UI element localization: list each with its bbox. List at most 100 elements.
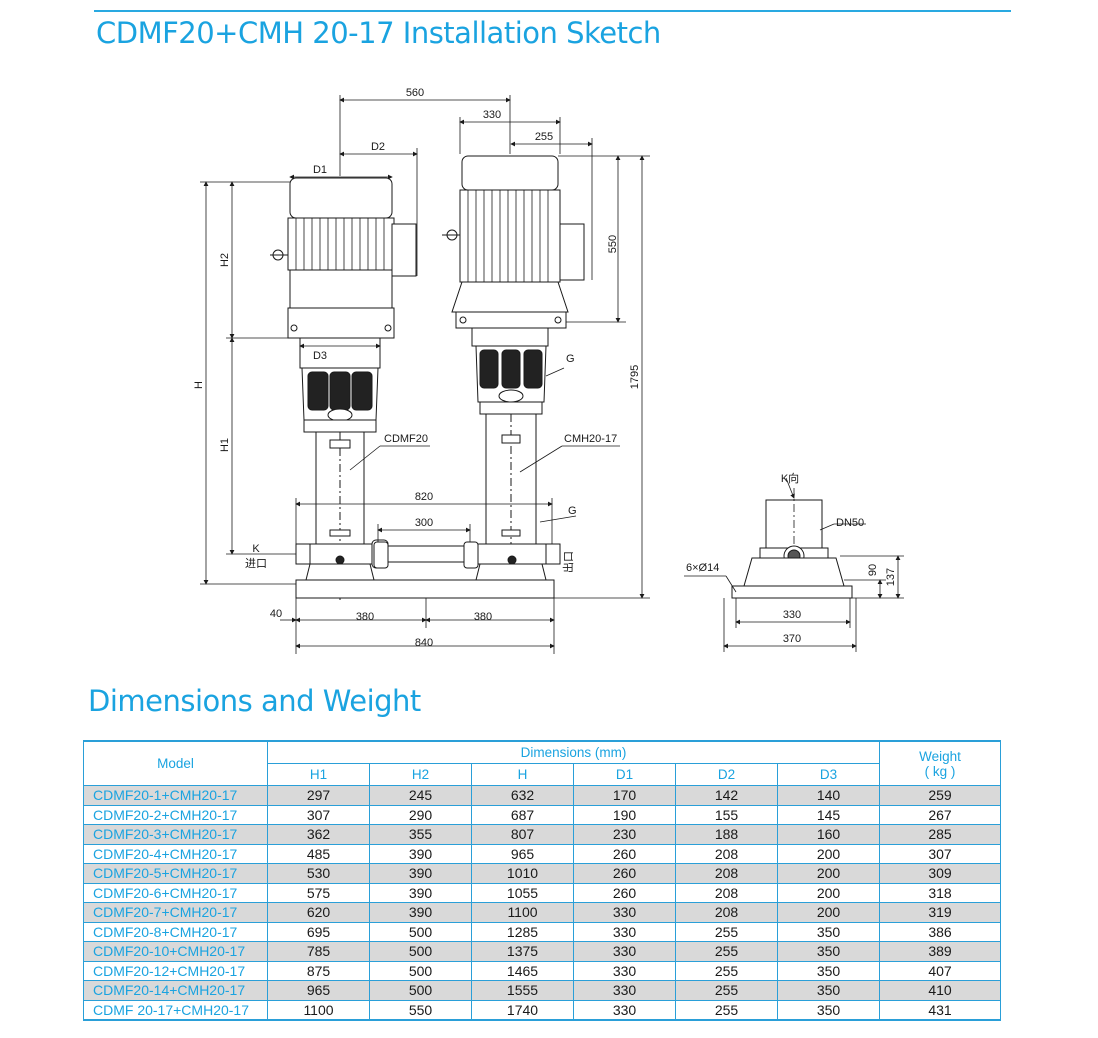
cell-d2: 208 [675,902,778,923]
cell-d1: 330 [573,902,676,923]
installation-sketch: 560 330 255 D2 D1 550 H2 H H1 D3 G 1795 … [193,87,904,654]
cell-w: 259 [879,785,1001,806]
dim-300: 300 [415,517,433,529]
side-view [684,477,904,652]
cell-d1: 330 [573,999,676,1021]
dim-820: 820 [415,491,433,503]
cell-h2: 245 [369,785,472,806]
cell-h1: 695 [267,921,370,942]
dim-1795: 1795 [629,365,641,389]
cell-model: CDMF20-14+CMH20-17 [83,980,268,1001]
base-plate [295,579,555,599]
top-rule [94,10,1011,12]
dim-330-top: 330 [483,109,501,121]
cell-h: 632 [471,785,574,806]
cell-h: 807 [471,824,574,845]
cell-h1: 297 [267,785,370,806]
header-h: H [471,763,574,786]
cell-d1: 260 [573,863,676,884]
cell-h: 1100 [471,902,574,923]
pipe [373,541,479,569]
cell-h1: 307 [267,804,370,825]
cell-h2: 290 [369,804,472,825]
header-d3: D3 [777,763,880,786]
label-dn50: DN50 [836,517,864,529]
cell-h2: 390 [369,882,472,903]
label-cdmf20: CDMF20 [384,433,428,445]
sketch-title: CDMF20+CMH 20-17 Installation Sketch [96,16,661,50]
cell-h1: 575 [267,882,370,903]
cell-model: CDMF20-4+CMH20-17 [83,843,268,864]
cell-w: 407 [879,960,1001,981]
cell-h: 1375 [471,941,574,962]
cell-d2: 208 [675,863,778,884]
label-holes: 6×Ø14 [686,562,719,574]
header-weight-unit: ( kg ) [924,763,956,779]
cell-model: CDMF20-10+CMH20-17 [83,941,268,962]
cell-h1: 530 [267,863,370,884]
cell-d3: 350 [777,999,880,1021]
cell-h2: 390 [369,902,472,923]
dimensions-title: Dimensions and Weight [88,684,421,718]
right-pump [442,155,585,600]
cell-d3: 350 [777,941,880,962]
label-inlet: 进口 [245,557,267,570]
label-k: K [252,543,260,555]
dim-255: 255 [535,131,553,143]
cell-h1: 620 [267,902,370,923]
cell-h2: 500 [369,941,472,962]
dim-560: 560 [406,87,424,99]
dim-370: 370 [783,633,801,645]
cell-d2: 208 [675,882,778,903]
header-model: Model [83,740,268,786]
cell-d3: 145 [777,804,880,825]
cell-model: CDMF20-2+CMH20-17 [83,804,268,825]
cell-h: 1010 [471,863,574,884]
cell-d1: 330 [573,921,676,942]
cell-d1: 260 [573,882,676,903]
header-weight: Weight ( kg ) [879,740,1001,786]
cell-d3: 350 [777,980,880,1001]
cell-h2: 355 [369,824,472,845]
header-d1: D1 [573,763,676,786]
cell-h1: 965 [267,980,370,1001]
label-g-mid: G [568,505,577,517]
cell-h2: 550 [369,999,472,1021]
cell-w: 389 [879,941,1001,962]
cell-h: 1555 [471,980,574,1001]
cell-d3: 200 [777,863,880,884]
cell-d3: 140 [777,785,880,806]
dim-h: H [193,381,205,389]
header-h1: H1 [267,763,370,786]
cell-model: CDMF20-5+CMH20-17 [83,863,268,884]
cell-w: 386 [879,921,1001,942]
cell-d1: 330 [573,980,676,1001]
dim-h1: H1 [219,438,231,452]
cell-d2: 255 [675,980,778,1001]
cell-d3: 200 [777,902,880,923]
cell-d1: 190 [573,804,676,825]
cell-w: 410 [879,980,1001,1001]
cell-d1: 230 [573,824,676,845]
cell-model: CDMF20-12+CMH20-17 [83,960,268,981]
cell-d1: 330 [573,960,676,981]
dim-d1: D1 [313,164,327,176]
cell-d2: 208 [675,843,778,864]
cell-model: CDMF20-1+CMH20-17 [83,785,268,806]
cell-d2: 255 [675,921,778,942]
cell-h2: 500 [369,980,472,1001]
label-outlet: 出口 [561,551,575,573]
dim-137: 137 [885,568,897,586]
cell-d3: 200 [777,882,880,903]
cell-w: 318 [879,882,1001,903]
cell-d2: 188 [675,824,778,845]
cell-d1: 170 [573,785,676,806]
